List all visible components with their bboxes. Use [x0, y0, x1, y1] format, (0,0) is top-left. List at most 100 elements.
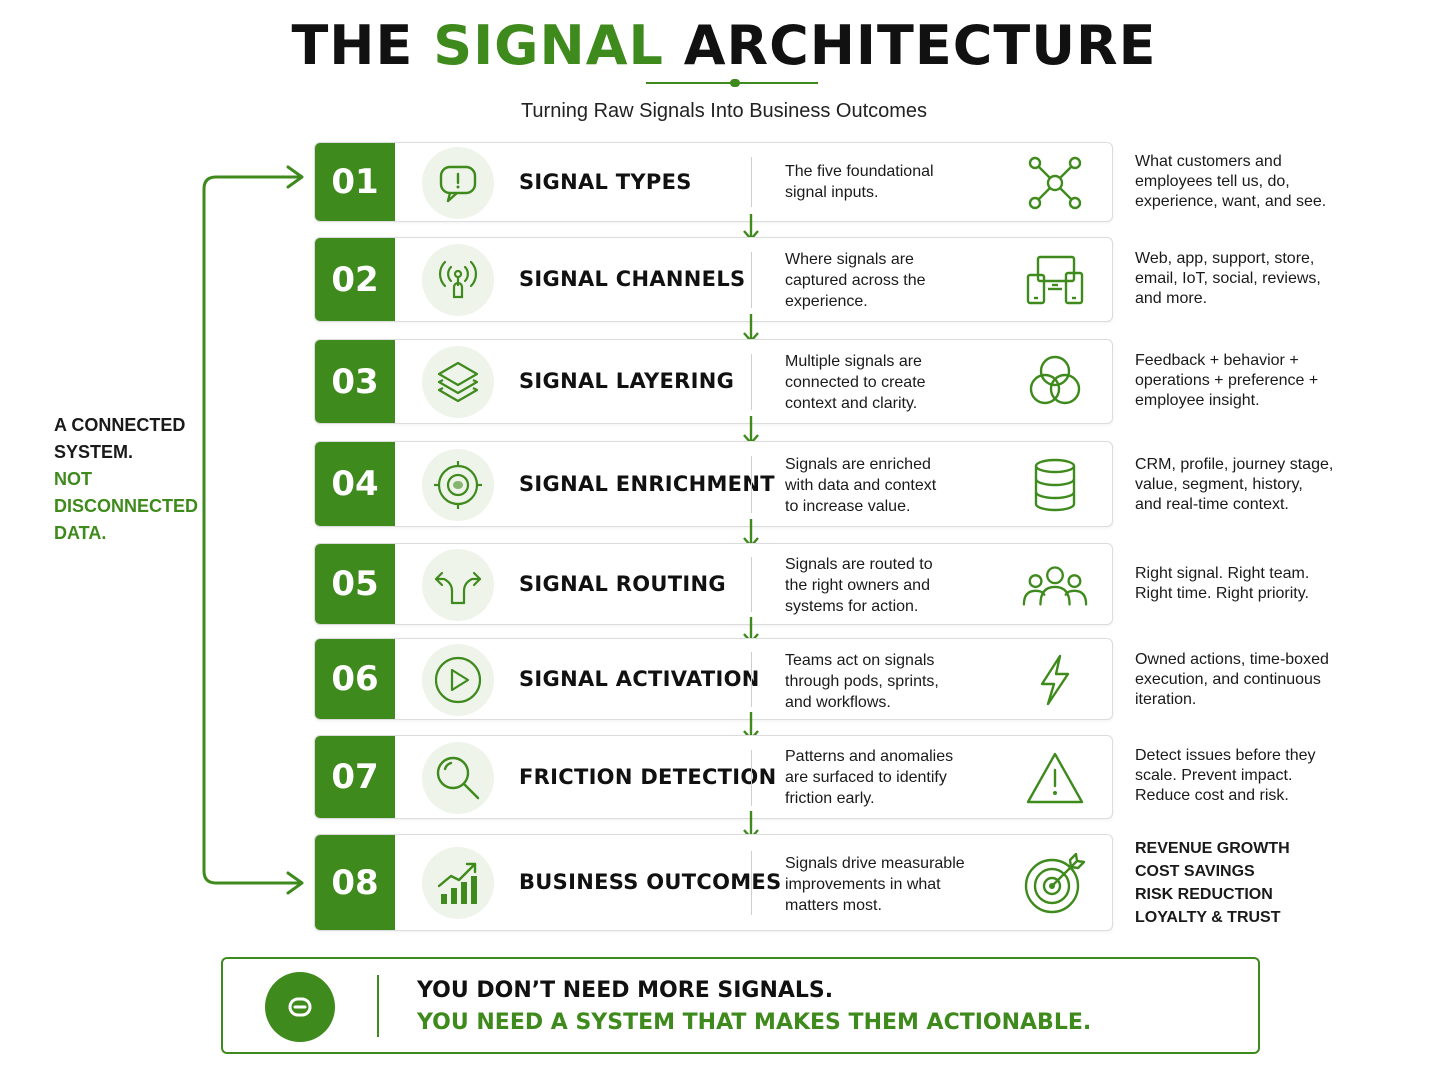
- step-title: SIGNAL ROUTING: [519, 572, 726, 596]
- chat-bubble-icon: [422, 147, 494, 219]
- detail-line: scale. Prevent impact.: [1135, 767, 1293, 784]
- step-row: 03 SIGNAL LAYERING Multiple signals are …: [314, 339, 1113, 424]
- description-line: signal inputs.: [785, 184, 879, 201]
- step-description: Where signals are captured across the ex…: [785, 249, 995, 312]
- detail-line: experience, want, and see.: [1135, 193, 1327, 210]
- description-line: Where signals are: [785, 251, 914, 268]
- step-description: Signals are enriched with data and conte…: [785, 454, 995, 517]
- title-part-3: ARCHITECTURE: [683, 14, 1157, 77]
- outcome-item: RISK REDUCTION: [1135, 886, 1273, 903]
- step-number: 06: [315, 639, 395, 719]
- outcome-item: COST SAVINGS: [1135, 863, 1255, 880]
- step-detail: CRM, profile, journey stage, value, segm…: [1135, 455, 1435, 515]
- step-description: Patterns and anomalies are surfaced to i…: [785, 746, 995, 809]
- row-divider: [751, 456, 752, 513]
- detail-line: Web, app, support, store,: [1135, 250, 1315, 267]
- banner-subheadline: YOU NEED A SYSTEM THAT MAKES THEM ACTION…: [417, 1010, 1092, 1035]
- title-divider-ornament: [730, 79, 740, 87]
- step-row: 02 SIGNAL CHANNELS Where signals are cap…: [314, 237, 1113, 322]
- step-row: 06 SIGNAL ACTIVATION Teams act on signal…: [314, 638, 1113, 720]
- side-note-line-3: NOT: [54, 469, 92, 489]
- side-note-line-5: DATA.: [54, 523, 107, 543]
- detail-line: Feedback + behavior +: [1135, 352, 1299, 369]
- step-detail: What customers and employees tell us, do…: [1135, 152, 1435, 212]
- layers-icon: [422, 346, 494, 418]
- description-line: are surfaced to identify: [785, 769, 947, 786]
- step-row: 07 FRICTION DETECTION Patterns and anoma…: [314, 735, 1113, 819]
- step-row: 08 BUSINESS OUTCOMES Signals drive measu…: [314, 834, 1113, 931]
- warning-triangle-icon: [1021, 744, 1089, 812]
- description-line: with data and context: [785, 477, 937, 494]
- side-note-line-2: SYSTEM.: [54, 442, 134, 462]
- bullseye-arrow-icon: [1021, 849, 1089, 917]
- growth-chart-icon: [422, 847, 494, 919]
- side-note-line-4: DISCONNECTED: [54, 496, 199, 516]
- step-row: 04 SIGNAL ENRICHMENT Signals are enriche…: [314, 441, 1113, 527]
- split-route-icon: [422, 549, 494, 621]
- page-subtitle: Turning Raw Signals Into Business Outcom…: [520, 100, 928, 122]
- step-description: Teams act on signals through pods, sprin…: [785, 650, 995, 713]
- row-divider: [751, 652, 752, 707]
- description-line: connected to create: [785, 374, 926, 391]
- description-line: improvements in what: [785, 876, 941, 893]
- step-number: 07: [315, 736, 395, 818]
- magnifier-icon: [422, 742, 494, 814]
- description-line: captured across the: [785, 272, 926, 289]
- step-title: FRICTION DETECTION: [519, 765, 777, 789]
- step-description: Multiple signals are connected to create…: [785, 351, 995, 414]
- broadcast-antenna-icon: [422, 244, 494, 316]
- detail-line: employees tell us, do,: [1135, 173, 1290, 190]
- row-divider: [751, 252, 752, 308]
- row-divider: [751, 157, 752, 207]
- description-line: Multiple signals are: [785, 353, 922, 370]
- step-detail: Owned actions, time-boxed execution, and…: [1135, 650, 1435, 710]
- detail-line: operations + preference +: [1135, 372, 1319, 389]
- step-number: 05: [315, 544, 395, 624]
- step-title: SIGNAL CHANNELS: [519, 267, 746, 291]
- detail-line: and more.: [1135, 290, 1208, 307]
- step-title: SIGNAL ENRICHMENT: [519, 472, 775, 496]
- lightning-bolt-icon: [1021, 646, 1089, 714]
- description-line: the right owners and: [785, 577, 930, 594]
- detail-line: Detect issues before they: [1135, 747, 1316, 764]
- step-title: SIGNAL LAYERING: [519, 369, 735, 393]
- description-line: matters most.: [785, 897, 882, 914]
- detail-line: email, IoT, social, reviews,: [1135, 270, 1321, 287]
- detail-line: execution, and continuous: [1135, 671, 1321, 688]
- description-line: Signals drive measurable: [785, 855, 965, 872]
- description-line: Patterns and anomalies: [785, 748, 954, 765]
- step-description: The five foundational signal inputs.: [785, 161, 995, 203]
- row-divider: [751, 354, 752, 410]
- detail-line: value, segment, history,: [1135, 476, 1303, 493]
- description-line: Signals are enriched: [785, 456, 931, 473]
- row-divider: [751, 557, 752, 612]
- linked-rings-icon: [265, 972, 335, 1042]
- description-line: Teams act on signals: [785, 652, 935, 669]
- step-title: SIGNAL TYPES: [519, 170, 692, 194]
- step-description: Signals are routed to the right owners a…: [785, 554, 995, 617]
- description-line: through pods, sprints,: [785, 673, 939, 690]
- banner-divider: [377, 975, 379, 1037]
- network-nodes-icon: [1021, 149, 1089, 217]
- step-number: 08: [315, 835, 395, 930]
- step-number: 01: [315, 143, 395, 221]
- banner-headline: YOU DON’T NEED MORE SIGNALS.: [417, 978, 834, 1003]
- step-detail: Feedback + behavior + operations + prefe…: [1135, 351, 1435, 411]
- target-focus-icon: [422, 449, 494, 521]
- description-line: context and clarity.: [785, 395, 918, 412]
- step-detail: Right signal. Right team. Right time. Ri…: [1135, 564, 1435, 604]
- step-description: Signals drive measurable improvements in…: [785, 853, 995, 916]
- play-button-icon: [422, 644, 494, 716]
- step-detail: REVENUE GROWTH COST SAVINGS RISK REDUCTI…: [1135, 837, 1435, 929]
- step-row: 05 SIGNAL ROUTING Signals are routed to …: [314, 543, 1113, 625]
- step-detail: Web, app, support, store, email, IoT, so…: [1135, 249, 1435, 309]
- description-line: Signals are routed to: [785, 556, 933, 573]
- step-number: 02: [315, 238, 395, 321]
- row-divider: [751, 851, 752, 915]
- detail-line: Reduce cost and risk.: [1135, 787, 1289, 804]
- detail-line: CRM, profile, journey stage,: [1135, 456, 1334, 473]
- detail-line: employee insight.: [1135, 392, 1260, 409]
- side-note-line-1: A CONNECTED: [54, 415, 186, 435]
- venn-circles-icon: [1021, 348, 1089, 416]
- description-line: and workflows.: [785, 694, 891, 711]
